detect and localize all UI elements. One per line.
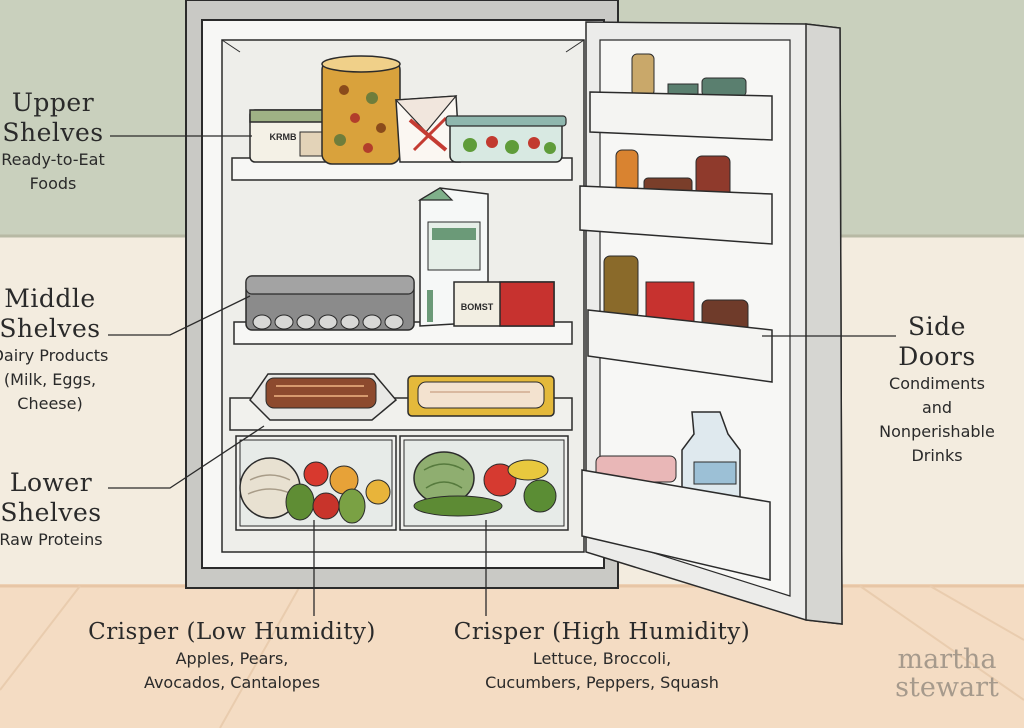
middle-desc-3: Cheese)	[17, 394, 83, 413]
door-bin-2	[579, 149, 773, 245]
egg-carton	[245, 275, 415, 331]
pasta-container	[321, 55, 401, 165]
middle-title-1: Middle	[4, 284, 96, 313]
crisper-high-desc-1: Lettuce, Broccoli,	[532, 649, 672, 668]
upper-desc-1: Ready-to-Eat	[1, 150, 105, 169]
middle-desc-2: (Milk, Eggs,	[3, 370, 97, 389]
door-bin-3	[587, 255, 773, 383]
leader-lines	[108, 135, 896, 616]
crisper-low-desc-2: Avocados, Cantalopes	[143, 673, 321, 692]
side-title-2: Doors	[898, 342, 976, 371]
fish-tray	[407, 375, 555, 417]
crisper-high-title: Crisper (High Humidity)	[453, 619, 751, 645]
side-desc-1: Condiments	[889, 374, 985, 393]
lower-title-2: Shelves	[0, 498, 102, 527]
middle-title-2: Shelves	[0, 314, 101, 343]
brand-logo: martha stewart	[882, 646, 1012, 702]
cheese-box: BOMST	[453, 281, 555, 327]
lower-title-1: Lower	[9, 468, 93, 497]
butter-tub: KRMB	[249, 109, 339, 163]
crisper-low-title: Crisper (Low Humidity)	[88, 619, 376, 645]
middle-desc-1: Dairy Products	[0, 346, 109, 365]
crisper-high-desc-2: Cucumbers, Peppers, Squash	[485, 673, 719, 692]
raw-meat-tray	[249, 373, 398, 421]
floor	[0, 584, 1024, 728]
label-side-doors: Side Doors Condiments and Nonperishable …	[862, 312, 1012, 468]
crisper-drawer-low	[235, 435, 397, 531]
floor-tiles	[0, 585, 1024, 728]
side-title-1: Side	[908, 312, 966, 341]
door-bin-1	[589, 53, 773, 141]
label-middle-shelves: Middle Shelves Dairy Products (Milk, Egg…	[0, 284, 116, 416]
side-desc-3: Nonperishable	[879, 422, 995, 441]
side-desc-2: and	[921, 398, 953, 417]
brand-line-2: stewart	[895, 672, 999, 703]
label-crisper-low: Crisper (Low Humidity) Apples, Pears, Av…	[62, 617, 402, 695]
label-lower-shelves: Lower Shelves Raw Proteins	[0, 468, 110, 552]
crisper-drawer-high	[399, 435, 569, 531]
butter-tub-label: KRMB	[270, 132, 297, 142]
brand-line-1: martha	[897, 644, 997, 675]
cheese-box-label: BOMST	[461, 302, 494, 312]
side-desc-4: Drinks	[911, 446, 963, 465]
upper-title-1: Upper	[11, 88, 95, 117]
salad-container	[445, 115, 567, 163]
label-crisper-high: Crisper (High Humidity) Lettuce, Broccol…	[420, 617, 784, 695]
upper-title-2: Shelves	[2, 118, 104, 147]
upper-desc-2: Foods	[29, 174, 77, 193]
lower-desc-1: Raw Proteins	[0, 530, 103, 549]
label-upper-shelves: Upper Shelves Ready-to-Eat Foods	[0, 88, 112, 196]
door-bin-4	[581, 411, 771, 581]
takeout-box	[394, 95, 461, 163]
crisper-low-desc-1: Apples, Pears,	[175, 649, 289, 668]
